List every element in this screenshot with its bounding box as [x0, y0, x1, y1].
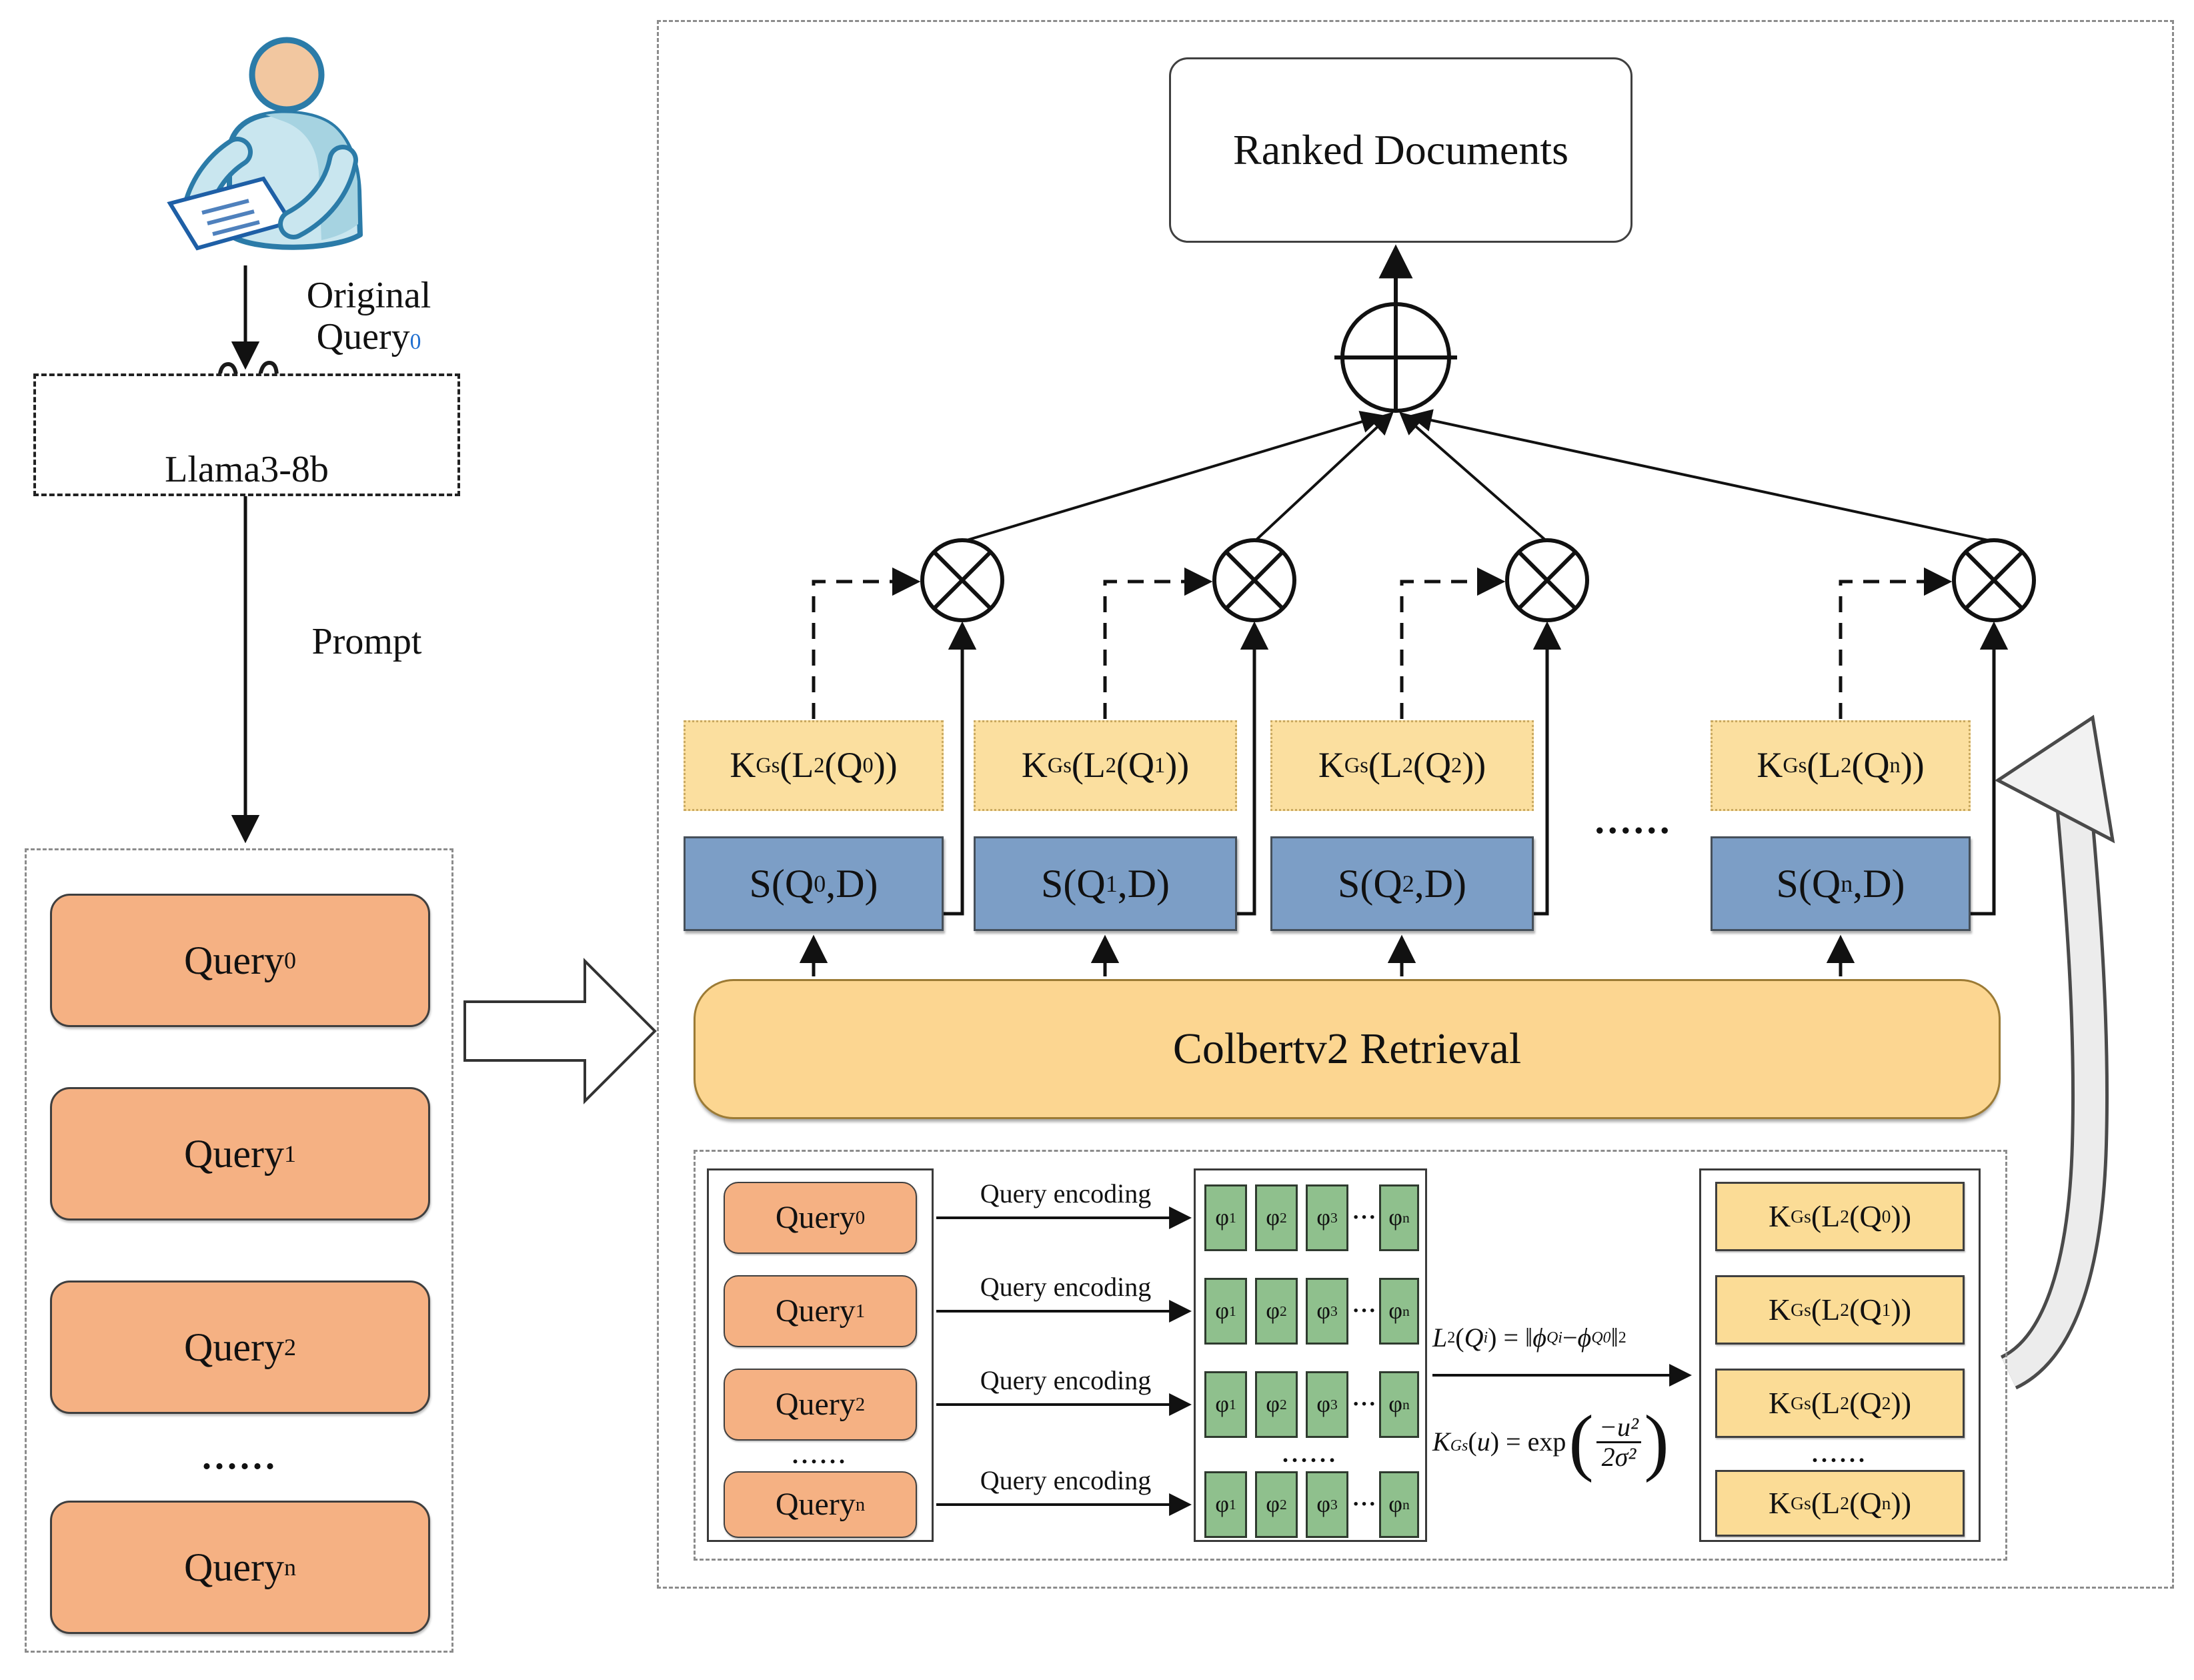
query-encoding-label-n: Query encoding — [980, 1465, 1152, 1495]
llama-box — [33, 373, 460, 496]
kgs-formula-lead: KGs(u) = exp — [1432, 1427, 1566, 1457]
colbert-retrieval-bar: Colbertv2 Retrieval — [694, 979, 2001, 1119]
original-label-line2: Query0 — [316, 316, 421, 357]
circled-times-icon — [1212, 538, 1296, 622]
query-encoding-arrows — [936, 1206, 1192, 1516]
gaussian-kernel-formula: KGs(u) = exp ( −u² 2σ² ) — [1432, 1389, 1696, 1495]
query-encoding-label-2: Query encoding — [980, 1365, 1152, 1395]
score-to-product-connectors — [944, 621, 2009, 916]
phi-row-dots: ··· — [1352, 1205, 1377, 1230]
query-encoding-label-0: Query encoding — [980, 1178, 1152, 1208]
feedback-curved-arrow-icon — [1995, 714, 2115, 1390]
circled-times-icon — [920, 538, 1004, 622]
circled-times-icons — [920, 538, 2036, 622]
left-paren: ( — [1568, 1401, 1594, 1483]
phi-row-dots: ··· — [1352, 1492, 1377, 1517]
kernel-row-ellipsis: ...... — [1594, 798, 1673, 842]
flow-block-arrow-icon — [463, 958, 657, 1104]
circled-times-icon — [1952, 538, 2036, 622]
ranked-documents-box: Ranked Documents — [1169, 57, 1632, 243]
query-encoding-label-1: Query encoding — [980, 1272, 1152, 1302]
query-list-ellipsis: ...... — [202, 1436, 278, 1478]
kernel-weight-dashed-arrows — [812, 567, 1953, 719]
phi-row-dots: ··· — [1352, 1392, 1377, 1417]
original-label-line1: Original — [306, 275, 431, 317]
product-to-sum-connectors — [962, 409, 1995, 543]
kernel-list-ellipsis: ...... — [1812, 1441, 1868, 1468]
circled-times-icon — [1505, 538, 1589, 622]
pipeline-panel — [657, 20, 2174, 1589]
circled-plus-icon — [1334, 244, 1457, 413]
right-paren: ) — [1644, 1401, 1669, 1483]
llama-box-label: Llama3-8b — [165, 449, 329, 491]
encoder-query-ellipsis: ...... — [792, 1442, 848, 1469]
kgs-formula-fraction: −u² 2σ² — [1596, 1413, 1642, 1471]
person-icon — [167, 37, 363, 251]
prompt-label: Prompt — [311, 621, 422, 663]
query-list-panel — [25, 848, 453, 1653]
bar-to-score-arrows — [799, 934, 1855, 976]
encoder-panel — [694, 1150, 2007, 1561]
phi-matrix-ellipsis: ...... — [1282, 1441, 1338, 1468]
phi-row-dots: ··· — [1352, 1299, 1377, 1324]
original-query-label: Original Query0 — [265, 267, 472, 367]
